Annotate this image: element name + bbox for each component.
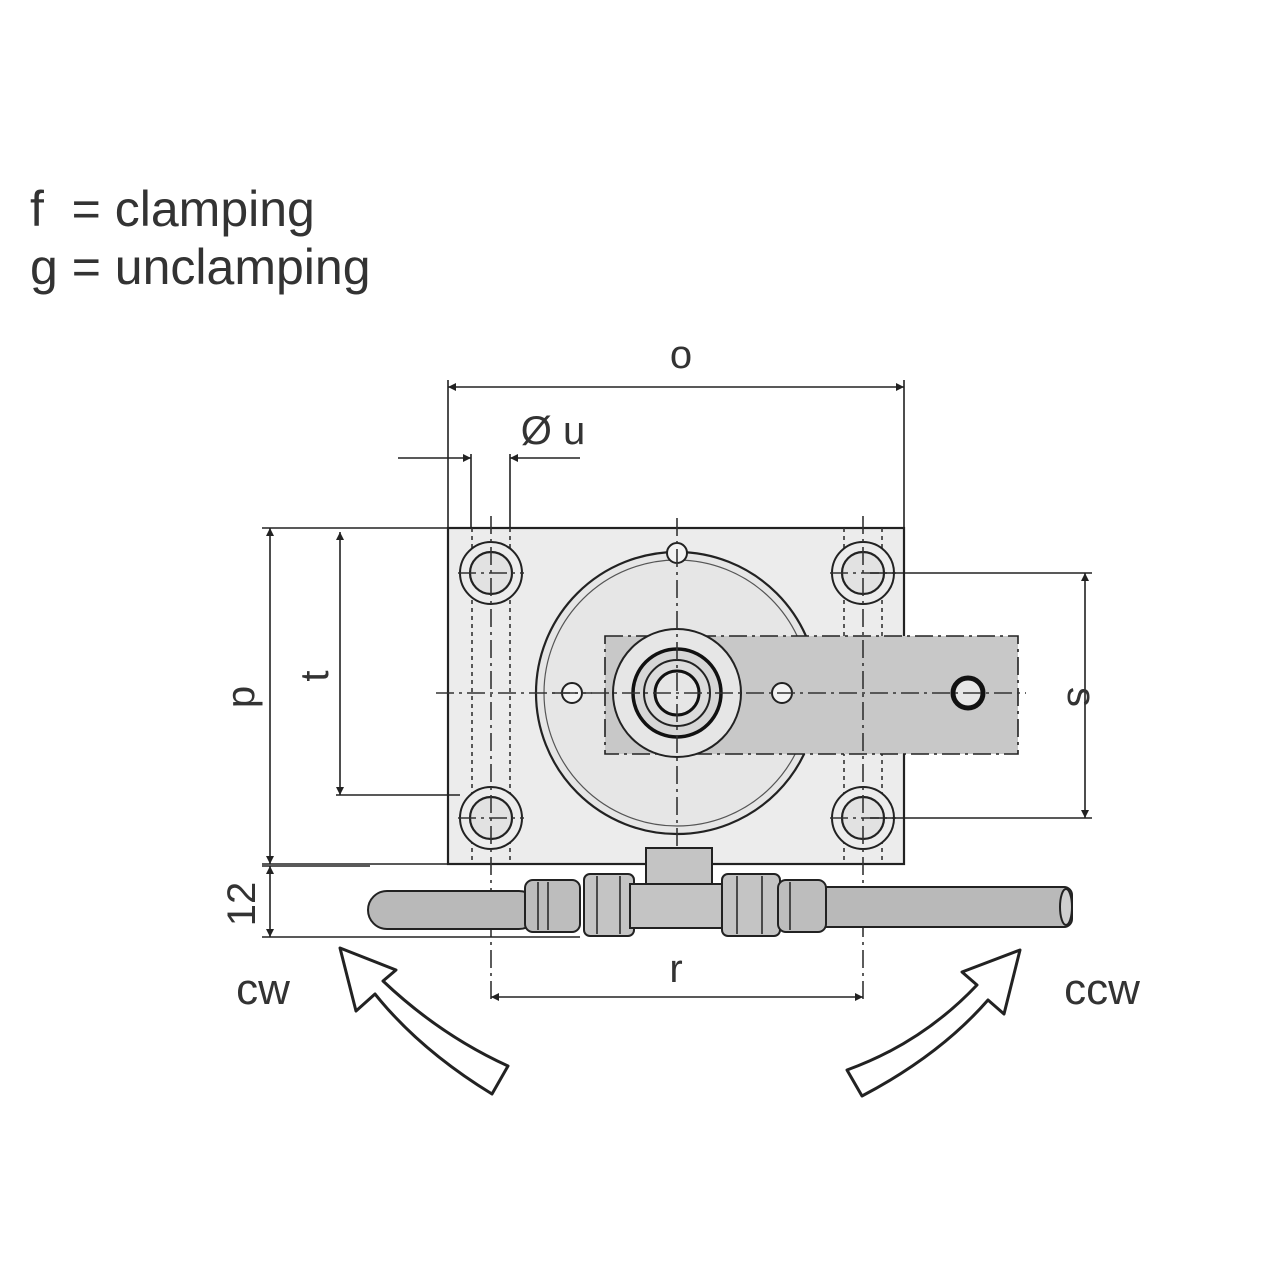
cw-arrow [338, 946, 510, 1096]
legend-unclamping: g = unclamping [30, 239, 371, 295]
fitting-right-nut [777, 879, 827, 933]
label-cw: cw [236, 965, 290, 1014]
hose-assembly [367, 847, 1073, 937]
ccw-arrow [845, 948, 1022, 1098]
dimension-t [336, 532, 460, 796]
dimension-12 [262, 865, 580, 938]
label-12: 12 [220, 882, 264, 927]
label-t: t [293, 670, 337, 681]
legend: f = clamping g = unclamping [30, 180, 371, 296]
dimension-s [870, 572, 1092, 819]
label-u: Ø u [521, 409, 585, 453]
dimension-p [262, 527, 448, 865]
dimension-u [398, 454, 580, 528]
label-ccw: ccw [1064, 965, 1140, 1014]
label-s: s [1059, 687, 1103, 707]
label-o: o [670, 333, 692, 377]
fitting-left-body [583, 873, 635, 937]
hose-right [789, 886, 1073, 928]
label-r: r [669, 947, 682, 991]
hose-left [367, 890, 539, 930]
fitting-right-body [721, 873, 781, 937]
t-fitting-body [629, 883, 729, 929]
label-p: p [219, 686, 263, 708]
fitting-left-nut [524, 879, 581, 933]
dimension-o [447, 380, 905, 528]
legend-clamping: f = clamping [30, 181, 315, 237]
